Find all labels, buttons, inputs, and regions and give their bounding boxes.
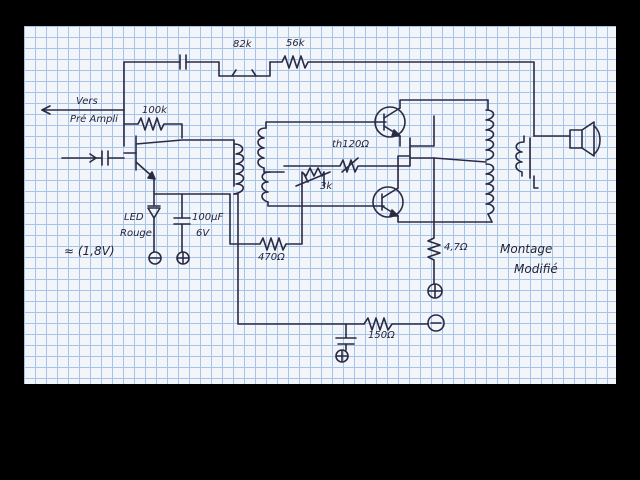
right-output-coil xyxy=(409,99,495,223)
input-output-arrows xyxy=(41,105,125,166)
bottom-rail xyxy=(233,193,445,363)
lower-transistor xyxy=(372,155,493,223)
thermistor xyxy=(283,137,411,173)
variable-resistor-3k xyxy=(295,167,331,187)
emitter-resistor xyxy=(427,157,443,299)
schematic-sheet: 82k 56k Vers Pré Ampli 100k th120Ω 3k LE… xyxy=(24,26,616,384)
resistor-470-label: 470Ω xyxy=(258,252,285,263)
led-voltage-label: ≈ (1,8V) xyxy=(64,244,115,258)
led-color-label: Rouge xyxy=(120,228,152,239)
top-feedback-wire xyxy=(123,54,535,147)
upper-transistor xyxy=(374,99,489,147)
resistor-82k-label: 82k xyxy=(233,39,252,50)
led-label: LED xyxy=(124,212,144,223)
resistor-3k-label: 3k xyxy=(320,181,333,192)
preampli-label: Pré Ampli xyxy=(70,114,118,125)
thermistor-label: th120Ω xyxy=(332,139,369,150)
speaker-transformer xyxy=(515,121,601,189)
vers-label: Vers xyxy=(76,96,98,107)
resistor-150-label: 150Ω xyxy=(368,330,395,341)
resistor-56k-label: 56k xyxy=(286,38,305,49)
modifie-label: Modifié xyxy=(514,262,558,276)
circuit-drawing xyxy=(41,54,601,363)
capacitor-voltage-label: 6V xyxy=(196,228,210,239)
resistor-4-7-label: 4,7Ω xyxy=(444,242,468,253)
capacitor-100uf-label: 100µF xyxy=(192,212,224,223)
left-coupling-coil xyxy=(229,143,303,251)
resistor-100k-label: 100k xyxy=(142,105,167,116)
first-transistor-stage xyxy=(123,117,235,195)
montage-label: Montage xyxy=(500,242,553,256)
center-coils xyxy=(257,121,387,207)
led-and-capacitor xyxy=(147,193,191,265)
